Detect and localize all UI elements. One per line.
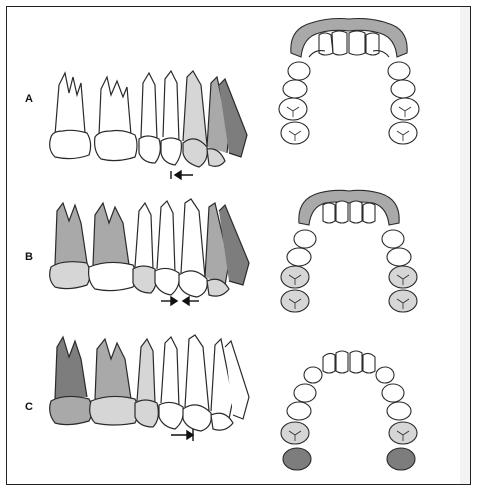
lateral-view-b: [43, 193, 265, 313]
canine-tooth: [304, 367, 322, 383]
panel-label-a: A: [25, 93, 33, 105]
premolar-tooth: [387, 248, 411, 266]
incisor-tooth: [336, 351, 348, 373]
premolar-tooth: [388, 62, 410, 80]
premolar-tooth: [294, 384, 316, 402]
molar-tooth: [95, 339, 131, 399]
incisor-tooth: [332, 31, 347, 55]
premolar-tooth: [382, 384, 404, 402]
occlusal-arch-a: [269, 13, 429, 163]
lateral-view-a: [43, 63, 265, 183]
page-edge-strip: [460, 7, 470, 484]
premolar-tooth: [137, 339, 155, 403]
figure-frame: A B C: [6, 6, 471, 485]
premolar-tooth: [157, 201, 175, 273]
incisor-tooth: [336, 201, 348, 223]
arrow-right-icon: [171, 429, 193, 441]
premolar-tooth: [141, 73, 157, 139]
premolar-tooth: [288, 62, 310, 80]
molar-tooth: [93, 203, 129, 265]
premolar-tooth: [294, 230, 316, 248]
arrow-converge-icon: [161, 297, 199, 305]
occlusal-arch-c: [269, 335, 429, 480]
canine-tooth: [181, 199, 205, 277]
incisor-tooth: [350, 351, 362, 373]
molar-tooth: [99, 77, 131, 135]
incisor-tooth: [366, 33, 379, 55]
lateral-view-c: [43, 327, 265, 447]
occlusal-arch-b: [269, 183, 429, 333]
incisor-tooth: [349, 31, 365, 55]
premolar-tooth: [283, 80, 307, 98]
incisor-tooth: [363, 353, 375, 373]
canine-tooth: [183, 71, 207, 145]
panel-label-c: C: [25, 401, 33, 413]
incisor-tooth: [323, 353, 335, 373]
molar-tooth: [387, 448, 415, 470]
canine-tooth: [185, 335, 209, 411]
incisor-tooth: [350, 201, 362, 223]
premolar-tooth: [391, 80, 415, 98]
molar-tooth: [55, 73, 85, 135]
incisor-tooth: [323, 203, 335, 223]
premolar-tooth: [161, 337, 179, 407]
premolar-tooth: [382, 230, 404, 248]
molar-tooth: [55, 203, 87, 265]
incisor-tooth: [363, 203, 375, 223]
premolar-tooth: [387, 402, 411, 420]
canine-tooth: [376, 367, 394, 383]
molar-tooth: [283, 448, 311, 470]
arrow-left-icon: [171, 171, 193, 179]
premolar-tooth: [287, 248, 311, 266]
premolar-tooth: [135, 203, 153, 269]
panel-label-b: B: [25, 251, 33, 263]
molar-tooth: [55, 337, 87, 399]
premolar-tooth: [287, 402, 311, 420]
incisor-tooth: [319, 33, 333, 55]
premolar-tooth: [163, 71, 179, 141]
